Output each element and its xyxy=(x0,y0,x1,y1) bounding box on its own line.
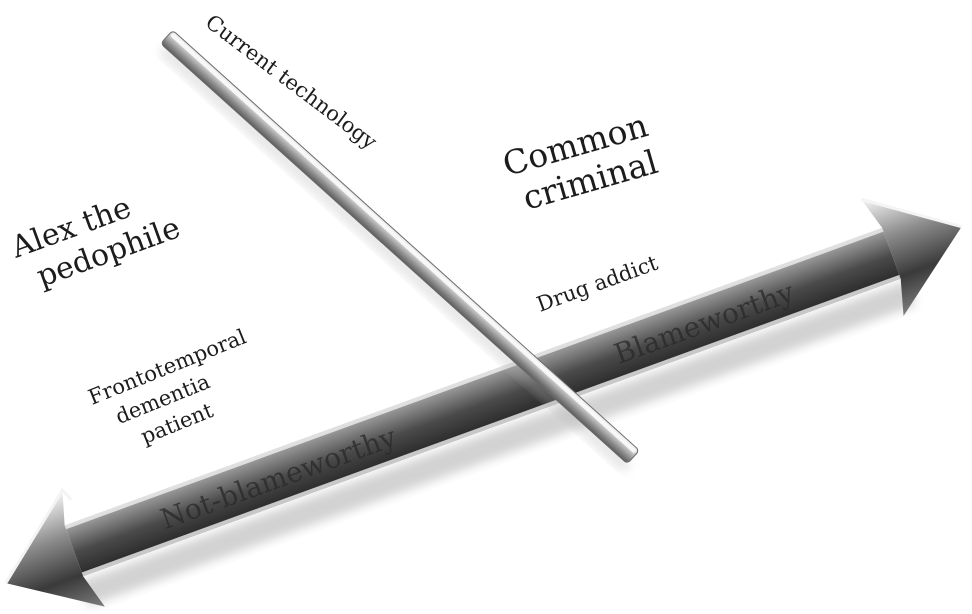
current-technology-rod xyxy=(160,31,639,471)
arrow-right-head xyxy=(861,199,962,316)
rod-shadow xyxy=(160,46,630,471)
frontotemporal-dementia-label: Frontotemporal dementia patient xyxy=(85,324,250,448)
common-criminal-label: Common criminal xyxy=(498,105,662,217)
arrow-highlight xyxy=(64,227,884,530)
arrow-right-head-edge xyxy=(860,197,962,229)
arrow-left-head-edge xyxy=(4,487,73,584)
arrow-shaft xyxy=(64,227,901,577)
alex-label: Alex the pedophile xyxy=(6,190,185,295)
arrow-left-head xyxy=(5,490,105,607)
arrow-shadow xyxy=(79,280,916,607)
rod-body xyxy=(161,31,639,463)
rod-highlight xyxy=(170,33,636,453)
arrow-rim xyxy=(81,274,901,577)
drug-addict-label: Drug addict xyxy=(534,251,662,317)
